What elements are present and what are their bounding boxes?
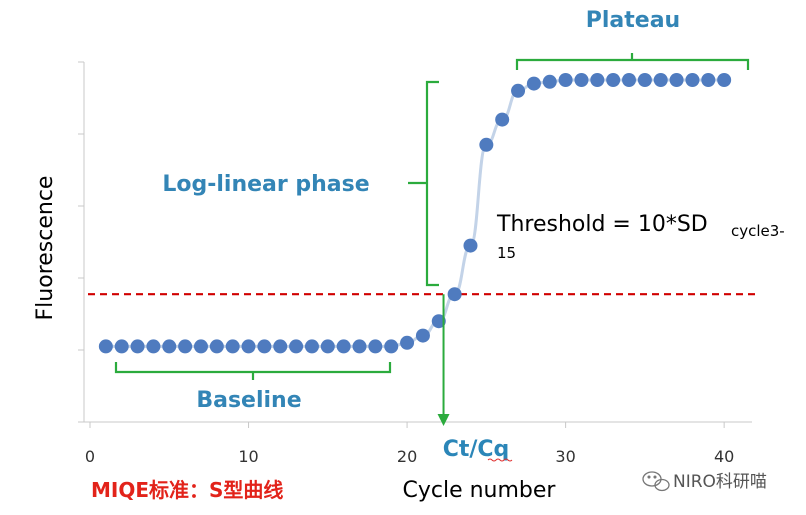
x-tick-label: 40 — [714, 447, 734, 466]
ct-arrow — [437, 294, 450, 426]
data-point — [304, 339, 319, 354]
wechat-icon — [642, 471, 670, 492]
data-point — [289, 339, 304, 354]
axes: 0 10 20 30 40 — [78, 61, 752, 466]
data-point — [606, 73, 621, 87]
threshold-formula: Threshold = 10*SD — [496, 212, 708, 237]
data-point — [653, 73, 668, 87]
data-point — [273, 339, 288, 354]
data-point — [130, 339, 145, 354]
y-axis-ticks — [78, 61, 84, 423]
data-point — [622, 73, 637, 87]
y-axis-title: Fluorescence — [33, 176, 58, 321]
data-point — [400, 335, 415, 350]
ct-underline-squiggle — [487, 458, 513, 462]
data-point — [701, 73, 716, 87]
plateau-label: Plateau — [586, 8, 680, 33]
data-point — [320, 339, 335, 354]
plateau-bracket — [515, 53, 750, 70]
data-point — [463, 238, 478, 253]
watermark-text: NIRO科研喵 — [673, 472, 767, 492]
threshold-subscript: cycle3- — [731, 222, 785, 240]
threshold-subscript-2: 15 — [497, 244, 516, 262]
data-point — [257, 339, 272, 354]
data-point — [162, 339, 177, 354]
data-point — [384, 339, 399, 354]
data-point — [637, 73, 652, 87]
data-point — [558, 73, 573, 87]
x-axis-title: Cycle number — [403, 478, 557, 503]
data-point — [336, 339, 351, 354]
data-point — [415, 328, 430, 343]
data-point — [241, 339, 256, 354]
data-point — [114, 339, 129, 354]
data-point — [193, 339, 208, 354]
x-tick-label: 20 — [397, 447, 417, 466]
data-point — [178, 339, 193, 354]
data-point — [717, 73, 732, 87]
data-point — [431, 314, 446, 329]
baseline-label: Baseline — [196, 388, 301, 413]
data-points — [98, 73, 732, 354]
data-point — [447, 287, 462, 302]
ct-label: Ct/Cq — [443, 437, 510, 462]
data-point — [574, 73, 589, 87]
data-point — [669, 73, 684, 87]
x-axis-ticks: 0 10 20 30 40 — [85, 422, 734, 466]
x-tick-label: 10 — [238, 447, 258, 466]
data-point — [511, 83, 526, 98]
data-point — [146, 339, 161, 354]
data-point — [209, 339, 224, 354]
log-linear-label: Log-linear phase — [162, 172, 369, 197]
data-point — [352, 339, 367, 354]
x-tick-label: 0 — [85, 447, 95, 466]
watermark: NIRO科研喵 — [642, 471, 767, 492]
data-point — [542, 74, 557, 89]
data-point — [590, 73, 605, 87]
data-point — [368, 339, 383, 354]
data-point — [225, 339, 240, 354]
data-point — [685, 73, 700, 87]
log-linear-bracket — [408, 80, 439, 287]
data-point — [526, 76, 541, 91]
baseline-bracket — [114, 362, 392, 380]
data-point — [495, 112, 510, 127]
data-point — [479, 137, 494, 152]
miqe-caption: MIQE标准：S型曲线 — [91, 478, 283, 502]
x-tick-label: 30 — [555, 447, 575, 466]
data-point — [98, 339, 113, 354]
